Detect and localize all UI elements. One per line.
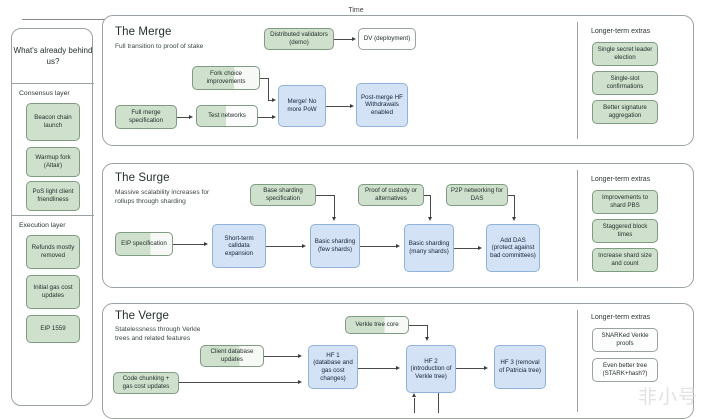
node-p2p-networking-for-das[interactable]: P2P networking for DAS xyxy=(446,184,508,206)
arrowhead-icon xyxy=(424,337,429,341)
edge-clientdb-to-hf1 xyxy=(264,356,300,357)
edge-dv xyxy=(334,39,354,40)
extra-staggered-block-times[interactable]: Staggered block times xyxy=(592,219,658,243)
arrowhead-icon xyxy=(427,217,432,221)
time-axis-label: Time xyxy=(348,7,364,14)
panel-subtitle-the-surge: Massive scalability increases for rollup… xyxy=(115,189,210,205)
node-merge-no-more-pow[interactable]: Merge! No more PoW xyxy=(278,85,326,127)
node-hf-1[interactable]: HF 1 (database and gas cost changes) xyxy=(308,345,358,389)
node-dv-deployment[interactable]: DV (deployment) xyxy=(358,28,416,50)
edge-hf2-to-hf3 xyxy=(456,368,486,369)
sidebar-divider xyxy=(12,215,94,216)
edge-verkle-core-h xyxy=(409,325,427,326)
edge-merge-to-postmerge xyxy=(326,106,352,107)
node-add-das[interactable]: Add DAS (protect against bad committees) xyxy=(486,224,540,272)
panel-subtitle-the-merge: Full transition to proof of stake xyxy=(115,43,204,50)
sidebar-already-behind-us: What's already behind us? Consensus laye… xyxy=(11,28,94,406)
node-full-merge-specification[interactable]: Full merge specification xyxy=(115,105,177,129)
node-basic-sharding-many-shards[interactable]: Basic sharding (many shards) xyxy=(404,224,454,272)
arrowhead-icon xyxy=(484,365,488,370)
edge-few-to-many xyxy=(360,246,398,247)
edge-eip-to-calldata xyxy=(173,244,206,245)
edge-hf1-to-hf2 xyxy=(358,368,398,369)
extra-snarked-verkle-proofs[interactable]: SNARKed Verkle proofs xyxy=(592,328,658,352)
arrowhead-icon xyxy=(272,114,276,119)
sidebar-item-warmup-fork-altair[interactable]: Warmup fork (Altair) xyxy=(26,147,80,177)
edge-poc-h xyxy=(424,195,430,196)
sidebar-item-beacon-chain-launch[interactable]: Beacon chain launch xyxy=(26,103,80,141)
edge-p2p-h xyxy=(508,195,514,196)
edge-forkchoice-h2 xyxy=(268,100,274,101)
extra-even-better-tree[interactable]: Even better tree (STARK+hash?) xyxy=(592,358,658,382)
arrowhead-icon xyxy=(189,114,193,119)
sidebar-item-initial-gas-cost-updates[interactable]: Initial gas cost updates xyxy=(26,275,80,309)
node-post-merge-hf-withdrawals[interactable]: Post-merge HF Withdrawals enabled xyxy=(356,83,408,127)
node-short-term-calldata-expansion[interactable]: Short-term calldata expansion xyxy=(212,224,266,268)
node-distributed-validators-demo[interactable]: Distributed validators (demo) xyxy=(264,28,334,50)
panel-subtitle-the-verge: Statelessness through Verkle trees and r… xyxy=(115,326,201,342)
edge-inbound-hf2-b xyxy=(438,393,439,413)
node-base-sharding-specification[interactable]: Base sharding specification xyxy=(250,184,316,206)
arrowhead-icon xyxy=(396,243,400,248)
edge-testnets-to-merge xyxy=(258,117,274,118)
edge-calldata-to-basic xyxy=(266,246,304,247)
extras-title-the-merge: Longer-term extras xyxy=(591,28,651,35)
arrowhead-icon xyxy=(478,245,482,250)
sidebar-section-execution-layer: Execution layer xyxy=(19,222,66,229)
arrowhead-icon xyxy=(204,241,208,246)
extra-improvements-to-shard-pbs[interactable]: Improvements to shard PBS xyxy=(592,190,658,214)
panel-divider xyxy=(577,170,578,281)
node-client-database-updates[interactable]: Client database updates xyxy=(200,345,264,367)
sidebar-section-consensus-layer: Consensus layer xyxy=(19,90,70,97)
edge-codechunk-to-hf1 xyxy=(179,382,300,383)
extra-increase-shard-size-count[interactable]: Increase shard size and count xyxy=(592,248,658,272)
arrowhead-icon xyxy=(302,243,306,248)
edge-basespec-v xyxy=(334,195,335,219)
node-fork-choice-improvements[interactable]: Fork choice improvements xyxy=(192,66,260,90)
panel-title-the-surge: The Surge xyxy=(115,172,170,184)
extra-better-signature-aggregation[interactable]: Better signature aggregation xyxy=(592,100,658,124)
sidebar-item-eip-1559[interactable]: EIP 1559 xyxy=(26,315,80,343)
node-test-networks[interactable]: Test networks xyxy=(196,105,258,127)
sidebar-title: What's already behind us? xyxy=(13,46,93,66)
arrowhead-icon xyxy=(350,103,354,108)
arrowhead-icon xyxy=(352,36,356,41)
panel-divider xyxy=(577,310,578,412)
panel-divider xyxy=(577,22,578,139)
extra-single-slot-confirmations[interactable]: Single-slot confirmations xyxy=(592,71,658,95)
sidebar-item-pos-light-client-friendliness[interactable]: PoS light client friendliness xyxy=(26,181,80,211)
arrowhead-icon xyxy=(511,217,516,221)
watermark: 非小号 xyxy=(637,386,698,408)
panel-title-the-verge: The Verge xyxy=(115,310,169,322)
edge-basespec-h xyxy=(316,195,334,196)
sidebar-divider xyxy=(12,83,94,84)
arrowhead-icon xyxy=(298,379,302,384)
arrowhead-icon xyxy=(272,97,276,102)
arrowhead-icon xyxy=(331,217,336,221)
arrowhead-icon xyxy=(396,365,400,370)
panel-title-the-merge: The Merge xyxy=(115,26,172,38)
edge-many-to-das xyxy=(454,248,480,249)
node-eip-specification[interactable]: EIP specification xyxy=(115,232,173,256)
edge-spec-to-testnets xyxy=(177,117,190,118)
node-code-chunking-gas-cost[interactable]: Code chunking + gas cost updates xyxy=(113,372,179,394)
edge-verkle-core-v xyxy=(427,325,428,339)
extras-title-the-surge: Longer-term extras xyxy=(591,176,651,183)
edge-inbound-hf2-a xyxy=(414,398,415,413)
sidebar-item-refunds-mostly-removed[interactable]: Refunds mostly removed xyxy=(26,235,80,269)
extras-title-the-verge: Longer-term extras xyxy=(591,314,651,321)
edge-poc-v xyxy=(430,195,431,219)
node-proof-of-custody[interactable]: Proof of custody or alternatives xyxy=(358,184,424,206)
extra-single-secret-leader-election[interactable]: Single secret leader election xyxy=(592,42,658,66)
arrowhead-icon xyxy=(298,353,302,358)
node-verkle-tree-core[interactable]: Verkle tree core xyxy=(345,316,409,334)
edge-p2p-v xyxy=(514,195,515,219)
node-basic-sharding-few-shards[interactable]: Basic sharding (few shards) xyxy=(310,224,360,268)
arrowhead-icon xyxy=(411,393,416,397)
edge-forkchoice-v xyxy=(268,78,269,100)
node-hf-2[interactable]: HF 2 (introduction of Verkle tree) xyxy=(406,345,456,393)
node-hf-3[interactable]: HF 3 (removal of Patricia tree) xyxy=(494,345,546,389)
edge-forkchoice-h xyxy=(260,78,268,79)
